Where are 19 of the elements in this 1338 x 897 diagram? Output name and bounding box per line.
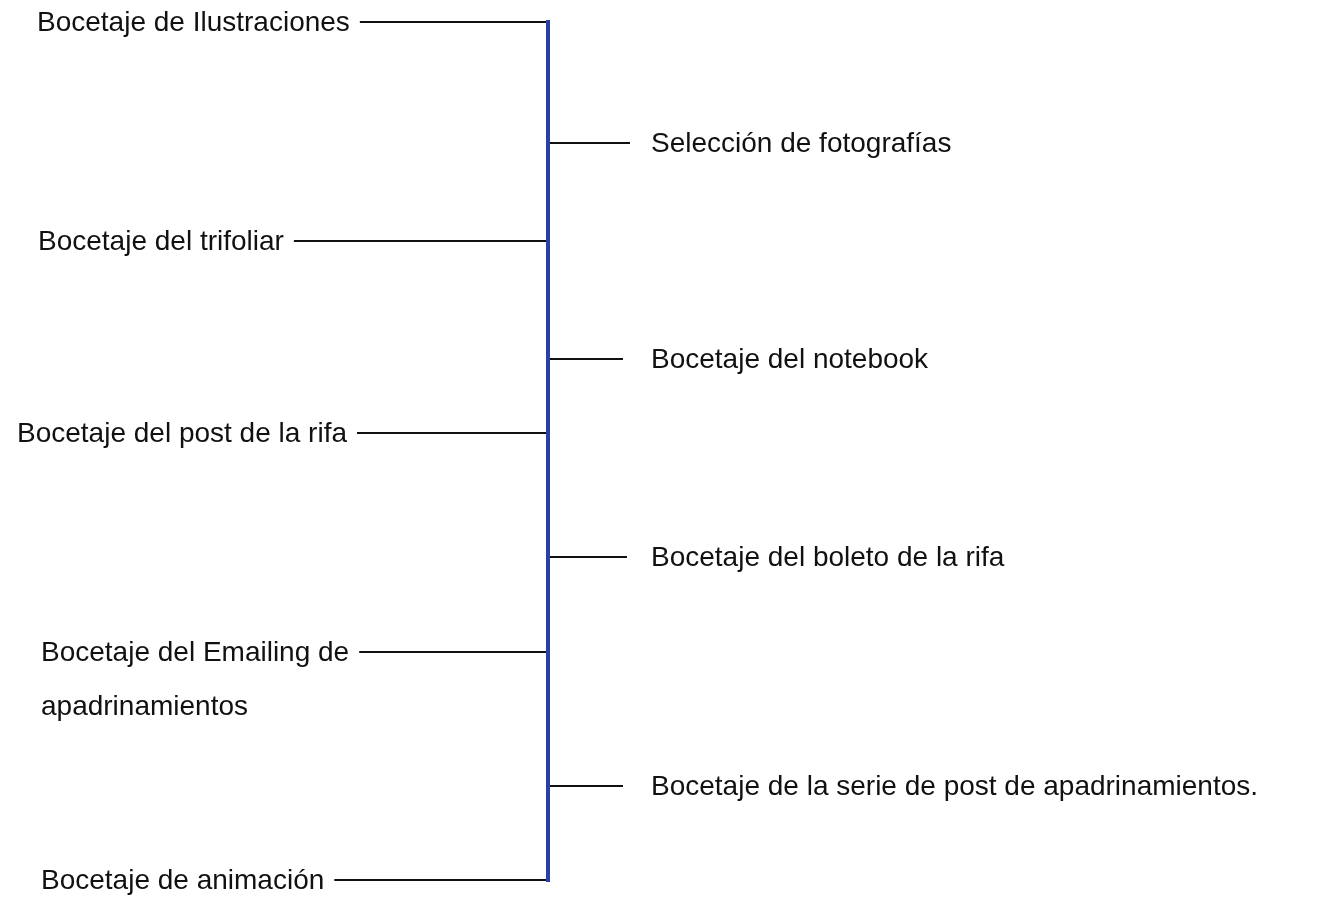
connector-line xyxy=(549,358,624,360)
timeline-label: Bocetaje de Ilustraciones xyxy=(37,0,470,49)
connector-line xyxy=(549,142,631,144)
timeline-label: Bocetaje del trifoliar xyxy=(38,214,465,268)
connector-line xyxy=(358,21,547,23)
timeline-label: Bocetaje del notebook xyxy=(623,332,1043,386)
connector-line xyxy=(549,785,624,787)
timeline-bar xyxy=(546,20,550,882)
connector-line xyxy=(356,432,547,434)
timeline-label: Bocetaje de animación xyxy=(41,853,465,897)
connector-line xyxy=(549,556,628,558)
timeline-label: Bocetaje del boleto de la rifa xyxy=(627,530,1127,584)
connector-line xyxy=(292,240,547,242)
timeline-label: Bocetaje del Emailing de apadrinamientos xyxy=(41,625,468,733)
connector-line xyxy=(358,651,547,653)
timeline-label: Selección de fotografías xyxy=(630,116,1050,170)
timeline-label: Bocetaje del post de la rifa xyxy=(17,406,462,460)
timeline-label: Bocetaje de la serie de post de apadrinamientos. xyxy=(623,759,1323,813)
connector-line xyxy=(333,879,547,881)
